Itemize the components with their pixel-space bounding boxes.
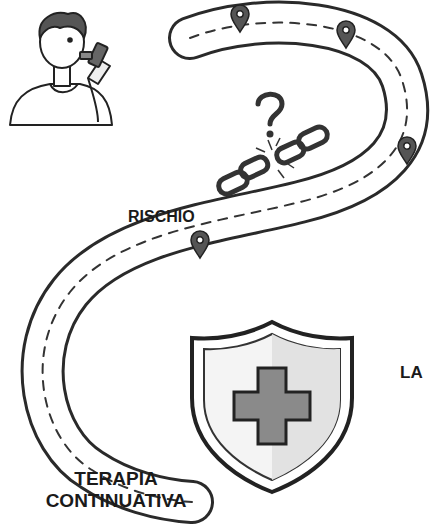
road-label: RISCHIO [128,208,195,226]
broken-chain [216,124,330,196]
person-inhaler [10,13,112,125]
road-label: LA [400,363,423,383]
shield-node: TERAPIA CONTINUATIVA [186,318,358,494]
shield-caption: TERAPIA CONTINUATIVA [36,468,196,512]
question-mark [258,94,282,137]
shield-outline [186,318,358,494]
break-sparks [256,138,294,178]
map-pins [191,5,416,258]
